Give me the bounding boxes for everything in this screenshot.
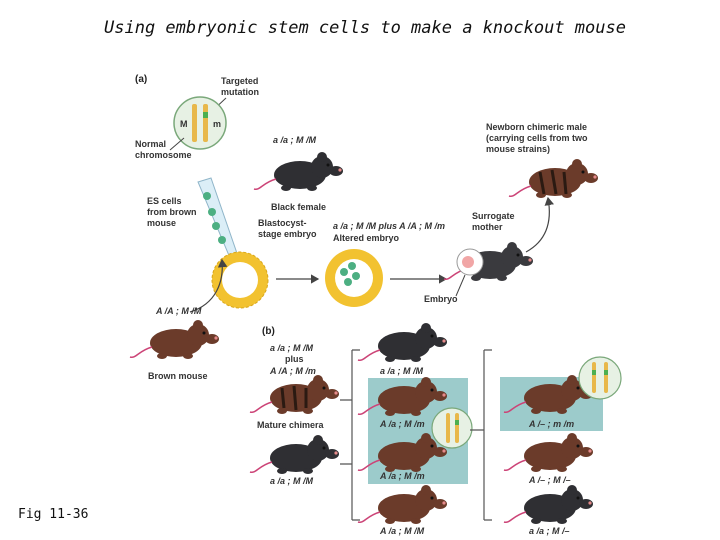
- es-cells-label-2: from brown: [147, 207, 197, 217]
- normal-chromosome-label-1: Normal: [135, 139, 166, 149]
- f2-genotype-3: a /a ; M /–: [529, 526, 570, 536]
- surrogate-label-1: Surrogate: [472, 211, 515, 221]
- offspring-mouse-4: [357, 484, 448, 525]
- chrom-label-M: M: [180, 119, 188, 129]
- offspring-chromosome-inset: [431, 407, 473, 449]
- surrogate-label-2: mother: [472, 222, 503, 232]
- targeted-mutation-label-1: Targeted: [221, 76, 258, 86]
- newborn-label-1: Newborn chimeric male: [486, 122, 587, 132]
- pipette: [197, 177, 241, 266]
- brown-mouse-label: Brown mouse: [148, 371, 208, 381]
- f2-genotype-2: A /– ; M /–: [528, 475, 571, 485]
- mature-chimera-label: Mature chimera: [257, 420, 325, 430]
- targeted-mutation-label-2: mutation: [221, 87, 259, 97]
- f2-mouse-3: [503, 484, 594, 525]
- slide-title: Using embryonic stem cells to make a kno…: [104, 18, 626, 38]
- brown-mouse: [129, 319, 220, 360]
- chrom-label-m: m: [213, 119, 221, 129]
- es-cells-label-1: ES cells: [147, 196, 182, 206]
- chimera-genotype-3: A /A ; M /m: [269, 366, 316, 376]
- blastocyst-label-1: Blastocyst-: [258, 218, 307, 228]
- blastocyst-label-2: stage embryo: [258, 229, 317, 239]
- altered-embryo: [325, 249, 383, 307]
- mutation-marker: [203, 112, 208, 118]
- panel-a-label: (a): [135, 74, 147, 85]
- chimera-genotype-1: a /a ; M /M: [270, 343, 314, 353]
- altered-embryo-label: Altered embryo: [333, 233, 400, 243]
- mate-genotype: a /a ; M /M: [270, 476, 314, 486]
- brown-genotype: A /A ; M /M: [155, 306, 202, 316]
- black-female-genotype: a /a ; M /M: [273, 135, 317, 145]
- mate-mouse: [249, 434, 340, 475]
- offspring-genotype-1: a /a ; M /M: [380, 366, 424, 376]
- f2-mouse-2: [503, 432, 594, 473]
- newborn-label-2: (carrying cells from two: [486, 133, 588, 143]
- offspring-genotype-4: A /a ; M /M: [379, 526, 425, 536]
- chromosome-circle: M m: [173, 96, 227, 150]
- altered-genotype: a /a ; M /M plus A /A ; M /m: [333, 221, 445, 231]
- figure-reference: Fig 11-36: [18, 507, 89, 522]
- normal-chromosome-label-2: chromosome: [135, 150, 192, 160]
- offspring-mouse-1: [357, 322, 448, 363]
- embryo-label: Embryo: [424, 294, 458, 304]
- es-cells-label-3: mouse: [147, 218, 176, 228]
- offspring-genotype-3: A /a ; M /m: [379, 471, 425, 481]
- f2-genotype-1: A /– ; m /m: [528, 419, 574, 429]
- f2-chromosome-inset: [578, 356, 622, 400]
- black-female-mouse: [253, 151, 344, 192]
- panel-b-label: (b): [262, 326, 275, 337]
- offspring-genotype-2: A /a ; M /m: [379, 419, 425, 429]
- chimera-genotype-2: plus: [285, 354, 304, 364]
- black-female-label: Black female: [271, 202, 326, 212]
- newborn-label-3: mouse strains): [486, 144, 550, 154]
